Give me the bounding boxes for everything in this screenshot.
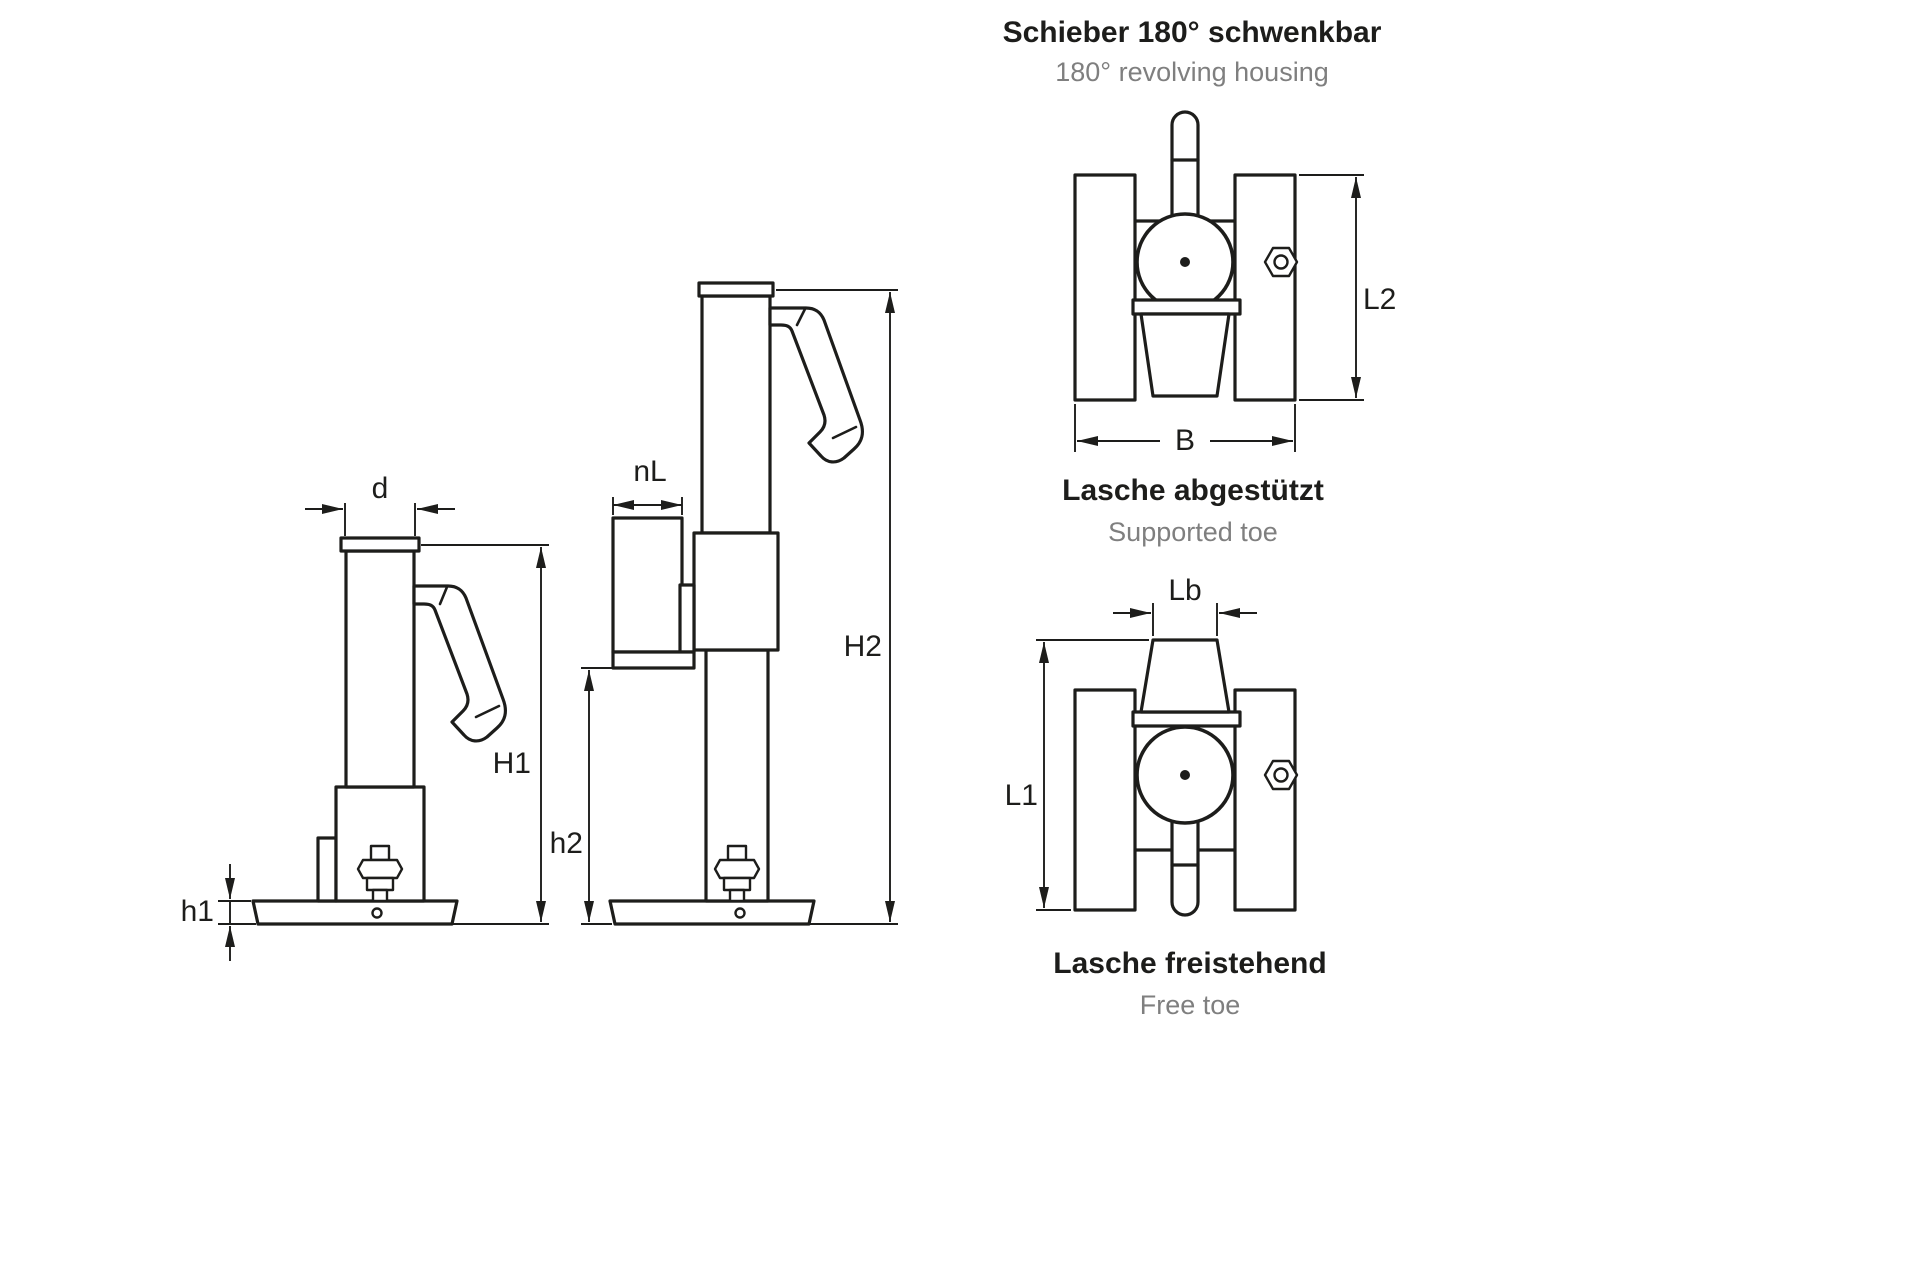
caption-german: Lasche abgestützt [1062,474,1324,507]
dim-label-B: B [1175,424,1195,457]
caption-english: Supported toe [1108,517,1278,547]
ratchet-bolt-base [728,888,746,903]
ratchet-bolt-base [371,888,389,903]
dim-label-H1: H1 [493,747,531,780]
caption-english: Free toe [1140,990,1241,1020]
jack-extended-dimensions [581,289,898,925]
dim-d-extension-lines [344,503,416,536]
jack-retracted-dimensions [218,503,549,961]
claw-connector [678,583,696,654]
dim-label-nL: nL [633,455,666,488]
dim-label-h2: h2 [550,827,583,860]
housing-side-right [1233,173,1297,402]
dim-label-H2: H2 [844,630,882,663]
base-plate [608,899,816,926]
top-view-supported-toe: Schieber 180° schwenkbar 180° revolving … [1003,16,1397,547]
top-view-free-toe: Lb L1 Lasche freistehend Free toe [1005,574,1327,1020]
dim-h1-extension-lines [218,900,256,925]
toe-trapezoid [1139,312,1231,398]
fixing-bolt-circle [1273,767,1289,783]
housing-side-left [1073,173,1137,402]
ratchet-bolt-hex [356,858,404,880]
top-cap [697,281,775,298]
dim-h2-extension-lines [581,667,613,925]
toe-back-bar [1131,710,1242,728]
jack-retracted-body [251,536,508,926]
dim-B-extension-lines [1074,404,1296,452]
handle-crease-lines [438,585,501,719]
housing-side-right [1233,688,1297,912]
dim-L2-extension-lines [1299,174,1364,401]
base-plate [251,899,459,926]
housing-side-left [1073,688,1137,912]
free-toe-body [1073,638,1299,917]
fixing-bolt-circle [1273,254,1289,270]
jack-extended-view: nL H2 h2 [550,281,898,926]
base-plate-hole [371,907,383,919]
dim-Lb-extension-lines [1152,603,1218,636]
claw-plate [611,516,684,654]
dim-label-Lb: Lb [1168,574,1201,607]
base-plate-hole [734,907,746,919]
ratchet-bolt-collar [722,876,752,892]
column-center-dot [1180,257,1190,267]
ratchet-bolt-hex [713,858,761,880]
free-toe-dimensions [1036,603,1257,911]
handle-crease-lines [795,307,858,440]
crank-handle [412,584,508,743]
dim-label-L1: L1 [1005,779,1038,812]
column-center-dot [1180,770,1190,780]
dim-nL-extension-lines [612,497,683,515]
view-title-english: 180° revolving housing [1055,57,1328,87]
ratchet-bolt-collar [365,876,395,892]
top-cap [339,536,421,553]
claw-arm [611,650,696,670]
toe-tab [316,836,338,903]
sliding-housing [692,531,780,652]
view-title-german: Schieber 180° schwenkbar [1003,16,1382,49]
ratchet-bolt-stem [369,844,391,862]
jack-retracted-view: d H1 h1 [181,472,549,961]
ratchet-bolt-stem [726,844,748,862]
dim-H1-extension-lines [421,544,549,925]
supported-toe-dimensions [1074,174,1364,452]
toe-back-bar [1131,298,1242,316]
dim-label-d: d [372,472,389,505]
crank-handle [768,306,865,464]
supported-toe-body [1073,110,1299,402]
toe-trapezoid [1139,638,1231,714]
caption-german: Lasche freistehend [1053,947,1326,980]
jack-extended-body [608,281,865,926]
dim-label-h1: h1 [181,895,214,928]
dim-label-L2: L2 [1363,283,1396,316]
dim-H2-extension-lines [776,289,898,925]
lift-column [344,549,416,789]
extended-ram [700,294,772,535]
dim-L1-extension-lines [1036,639,1149,911]
